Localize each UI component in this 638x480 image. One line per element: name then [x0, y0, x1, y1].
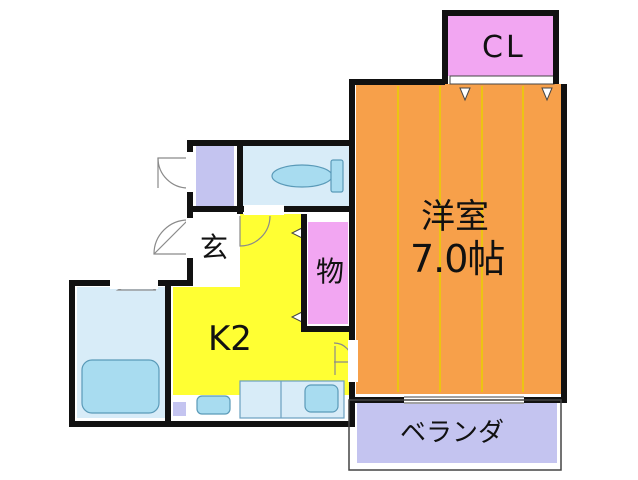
toilet-bowl — [271, 164, 333, 188]
storage-fill — [308, 222, 348, 324]
door-swing-sticks — [153, 158, 189, 255]
veranda-outline — [348, 399, 562, 471]
bathtub — [81, 359, 160, 414]
toilet-tank — [330, 159, 344, 193]
veranda-label: ベランダ — [400, 418, 505, 448]
western-room-fill — [356, 84, 561, 394]
kitchen-sink — [304, 384, 339, 413]
storage-label: 物 — [316, 255, 345, 288]
western-room-size-label: 7.0帖 — [410, 237, 505, 281]
small-cabinet — [173, 402, 186, 416]
shoe-cabinet-fill — [196, 146, 234, 206]
closet-fill — [447, 15, 553, 76]
entrance-fill — [196, 213, 240, 275]
kitchen-label: K2 — [208, 319, 252, 359]
window-lines — [404, 396, 524, 404]
floorboard-lines — [397, 86, 524, 392]
walls — [69, 10, 567, 427]
closet-door-marks — [459, 87, 553, 102]
veranda-fill — [357, 403, 557, 463]
entrance-label: 玄 — [200, 231, 229, 264]
closet-label: CL — [482, 30, 526, 65]
closet-door-track — [449, 75, 555, 85]
western-room-label: 洋室 — [421, 197, 489, 237]
kitchen-fill — [173, 214, 349, 395]
washbasin — [196, 395, 231, 415]
